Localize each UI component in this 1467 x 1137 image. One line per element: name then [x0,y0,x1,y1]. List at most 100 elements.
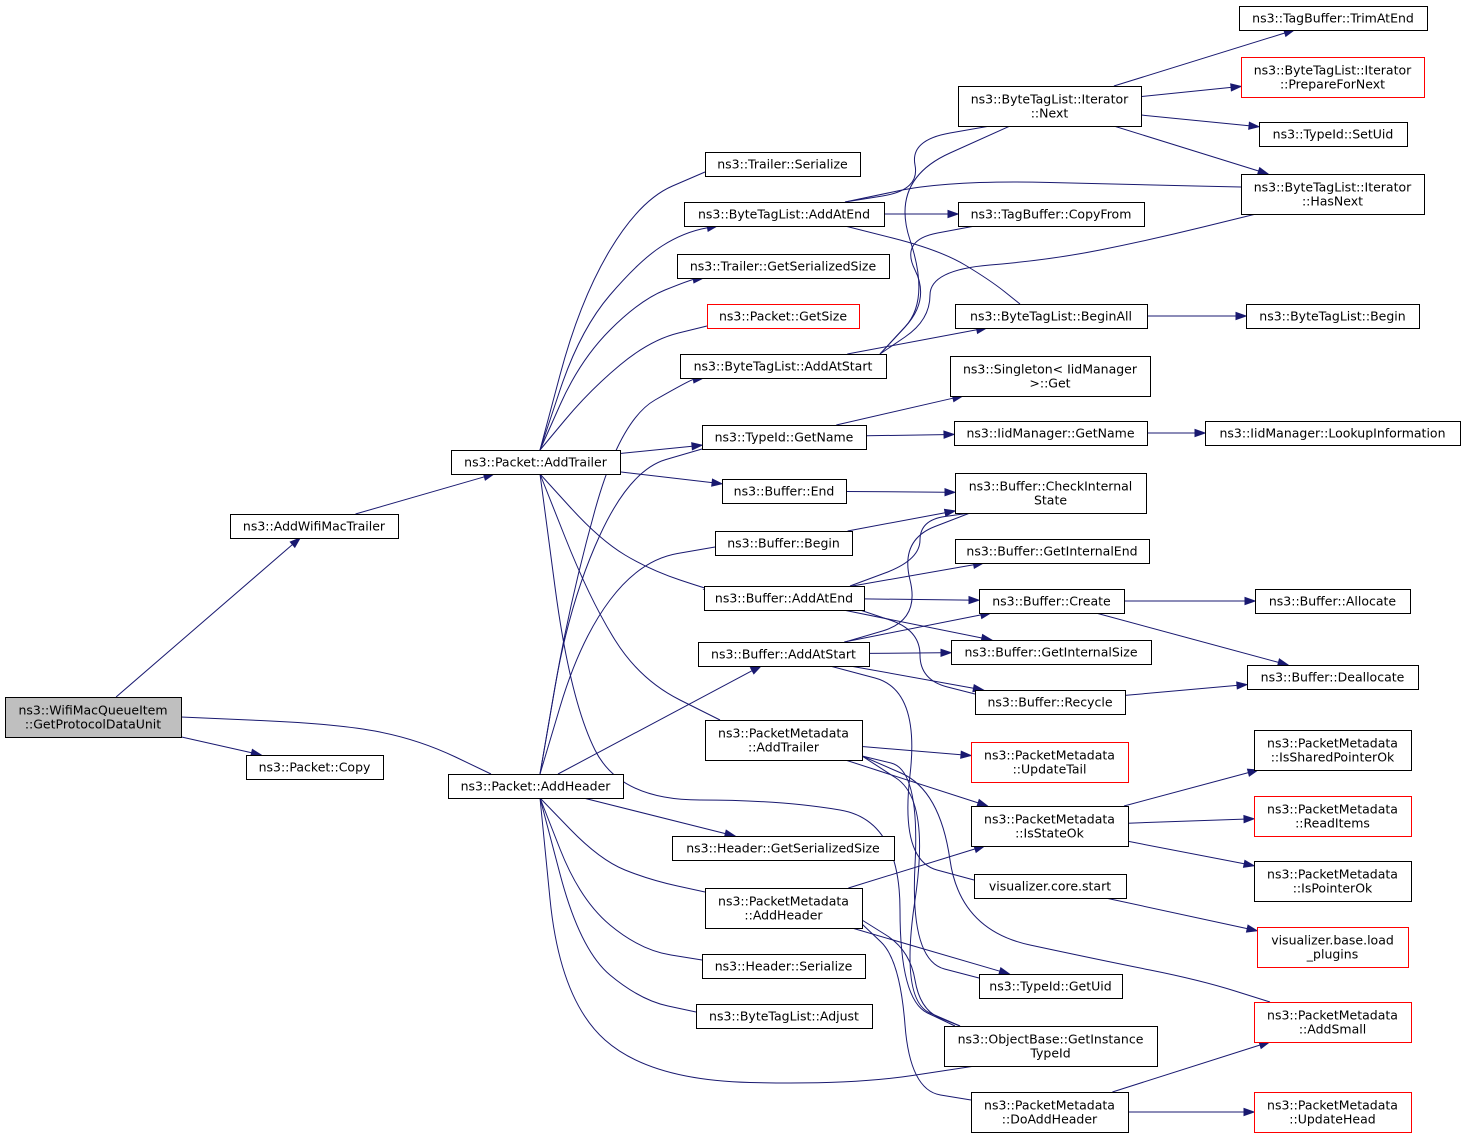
graph-node-btliNext[interactable]: ns3::ByteTagList::Iterator::Next [958,86,1142,127]
graph-node-label: ns3::ByteTagList::Iterator [971,92,1129,107]
graph-node-label: ns3::ByteTagList::Adjust [709,1009,859,1024]
graph-node-label: ns3::Singleton< IidManager [963,362,1138,377]
graph-node-box [1241,174,1425,215]
call-edge-line [1112,1044,1261,1093]
call-edges [115,29,1296,1117]
graph-node-addTrailer[interactable]: ns3::Packet::AddTrailer [451,450,621,475]
graph-node-box [5,697,182,738]
graph-node-bufferDeallocate[interactable]: ns3::Buffer::Deallocate [1247,665,1419,690]
call-edge-pmDoAddHeader-to-pmUpdateHead [1128,1107,1256,1117]
graph-node-packetGetSize[interactable]: ns3::Packet::GetSize [707,304,860,329]
graph-node-pmUpdateHead[interactable]: ns3::PacketMetadata::UpdateHead [1254,1092,1412,1133]
graph-node-headerSerialize[interactable]: ns3::Header::Serialize [702,954,866,979]
graph-node-bufferGetInternalSize[interactable]: ns3::Buffer::GetInternalSize [951,640,1152,665]
arrowhead-icon [1236,681,1249,690]
graph-node-box [698,642,870,667]
graph-node-typeIdGetUid[interactable]: ns3::TypeId::GetUid [979,974,1123,999]
graph-node-pmReadItems[interactable]: ns3::PacketMetadata::ReadItems [1254,796,1412,837]
graph-node-box [1205,421,1461,446]
graph-node-packetCopy[interactable]: ns3::Packet::Copy [246,755,384,780]
call-edge-line [115,544,293,698]
graph-node-btlBeginAll[interactable]: ns3::ByteTagList::BeginAll [955,304,1148,329]
graph-node-pmIsPointerOk[interactable]: ns3::PacketMetadata::IsPointerOk [1254,861,1412,902]
graph-node-trailerSerialize[interactable]: ns3::Trailer::Serialize [705,152,861,177]
call-edge-line [861,755,961,1027]
graph-node-label: visualizer.base.load [1271,933,1394,948]
graph-node-pmUpdateTail[interactable]: ns3::PacketMetadata::UpdateTail [971,742,1129,783]
graph-node-label: ::ReadItems [1295,816,1370,831]
graph-node-label: ns3::ObjectBase::GetInstance [958,1032,1144,1047]
call-edge-pmAddTrailer-to-pmUpdateTail [861,746,973,759]
graph-node-box [451,450,621,475]
call-edge-addHeader-to-headerSerialize [539,797,703,961]
call-edge-pmIsStateOk-to-pmReadItems [1127,814,1256,824]
call-edge-btlAddAtStart-to-btlBeginAll [847,325,989,355]
call-edge-line [861,755,1271,1003]
call-edge-addTrailer-to-typeIdGetName [619,442,704,454]
arrowhead-icon [943,430,956,439]
call-edge-line [852,564,974,587]
graph-node-pmAddHeader[interactable]: ns3::PacketMetadata::AddHeader [705,888,863,929]
call-edge-bufferAddAtEnd-to-bufferCheckInternalState [849,512,971,587]
graph-node-bufferEnd[interactable]: ns3::Buffer::End [722,479,847,504]
graph-node-label: ns3::Packet::AddHeader [461,779,612,794]
graph-node-btlAddAtEnd[interactable]: ns3::ByteTagList::AddAtEnd [684,202,885,227]
call-edge-btliNext-to-btliPrepareForNext [1140,83,1243,98]
graph-node-box [951,640,1152,665]
call-edge-line [539,473,721,721]
call-edge-vizCoreStart-to-vizBaseLoadPlugins [1105,897,1259,933]
graph-node-pmDoAddHeader[interactable]: ns3::PacketMetadata::DoAddHeader [971,1092,1129,1133]
graph-node-bufferCreate[interactable]: ns3::Buffer::Create [979,589,1125,614]
graph-node-headerGetSerializedSize[interactable]: ns3::Header::GetSerializedSize [672,836,895,861]
graph-node-pmIsSharedPointerOk[interactable]: ns3::PacketMetadata::IsSharedPointerOk [1254,730,1412,771]
graph-node-bufferGetInternalEnd[interactable]: ns3::Buffer::GetInternalEnd [955,539,1150,564]
graph-node-bufferAddAtEnd[interactable]: ns3::Buffer::AddAtEnd [704,586,865,611]
graph-node-box [684,202,885,227]
graph-node-tagBufferTrimAtEnd[interactable]: ns3::TagBuffer::TrimAtEnd [1239,6,1428,31]
graph-node-vizCoreStart[interactable]: visualizer.core.start [974,874,1127,899]
graph-node-label: ns3::PacketMetadata [718,726,849,741]
call-edge-bufferBegin-to-bufferCheckInternalState [847,508,957,532]
call-edge-addHeader-to-btlAddAtStart [539,375,705,775]
graph-node-btliPrepareForNext[interactable]: ns3::ByteTagList::Iterator::PrepareForNe… [1241,57,1425,98]
graph-node-tagBufferCopyFrom[interactable]: ns3::TagBuffer::CopyFrom [958,202,1145,227]
call-edge-pmDoAddHeader-to-pmAddSmall [1112,1041,1272,1093]
graph-node-label: ns3::TypeId::GetName [715,430,854,445]
graph-node-iidGetName[interactable]: ns3::IidManager::GetName [954,421,1148,446]
call-edge-line [861,755,980,979]
graph-node-typeIdSetUid[interactable]: ns3::TypeId::SetUid [1259,122,1408,147]
call-edge-addTrailer-to-pmAddTrailer [539,473,721,721]
graph-node-pmAddTrailer[interactable]: ns3::PacketMetadata::AddTrailer [705,720,863,761]
graph-node-label: _plugins [1306,947,1358,962]
graph-node-typeIdGetName[interactable]: ns3::TypeId::GetName [702,425,867,450]
graph-node-vizBaseLoadPlugins[interactable]: visualizer.base.load_plugins [1257,927,1409,968]
graph-node-singletonGet[interactable]: ns3::Singleton< IidManager>::Get [950,356,1151,397]
graph-node-btlAddAtStart[interactable]: ns3::ByteTagList::AddAtStart [680,354,887,379]
call-edge-line [557,670,753,775]
graph-node-btliHasNext[interactable]: ns3::ByteTagList::Iterator::HasNext [1241,174,1425,215]
graph-node-btlAdjust[interactable]: ns3::ByteTagList::Adjust [696,1004,873,1029]
graph-node-iidLookupInformation[interactable]: ns3::IidManager::LookupInformation [1205,421,1461,446]
call-edge-btlAddAtEnd-to-btliNext [844,125,991,203]
graph-node-btlBegin[interactable]: ns3::ByteTagList::Begin [1246,304,1420,329]
graph-node-box [1239,6,1428,31]
graph-node-label: ::AddSmall [1299,1022,1366,1037]
graph-node-box [702,954,866,979]
graph-node-bufferRecycle[interactable]: ns3::Buffer::Recycle [975,690,1126,715]
graph-node-addWifiMacTrailer[interactable]: ns3::AddWifiMacTrailer [230,514,399,539]
graph-node-trailerGetSerializedSize[interactable]: ns3::Trailer::GetSerializedSize [677,254,890,279]
graph-node-pmAddSmall[interactable]: ns3::PacketMetadata::AddSmall [1254,1002,1412,1043]
graph-node-bufferAllocate[interactable]: ns3::Buffer::Allocate [1255,589,1411,614]
graph-node-bufferAddAtStart[interactable]: ns3::Buffer::AddAtStart [698,642,870,667]
call-edge-btlAddAtEnd-to-btlBeginAll [844,225,1021,305]
graph-node-bufferBegin[interactable]: ns3::Buffer::Begin [715,531,853,556]
graph-node-pmIsStateOk[interactable]: ns3::PacketMetadata::IsStateOk [971,806,1129,847]
call-edge-bufferEnd-to-bufferCheckInternalState [845,487,957,497]
arrowhead-icon [1235,311,1248,321]
graph-node-box [1254,1002,1412,1043]
graph-node-addHeader[interactable]: ns3::Packet::AddHeader [448,774,624,799]
call-edge-line [849,512,971,587]
